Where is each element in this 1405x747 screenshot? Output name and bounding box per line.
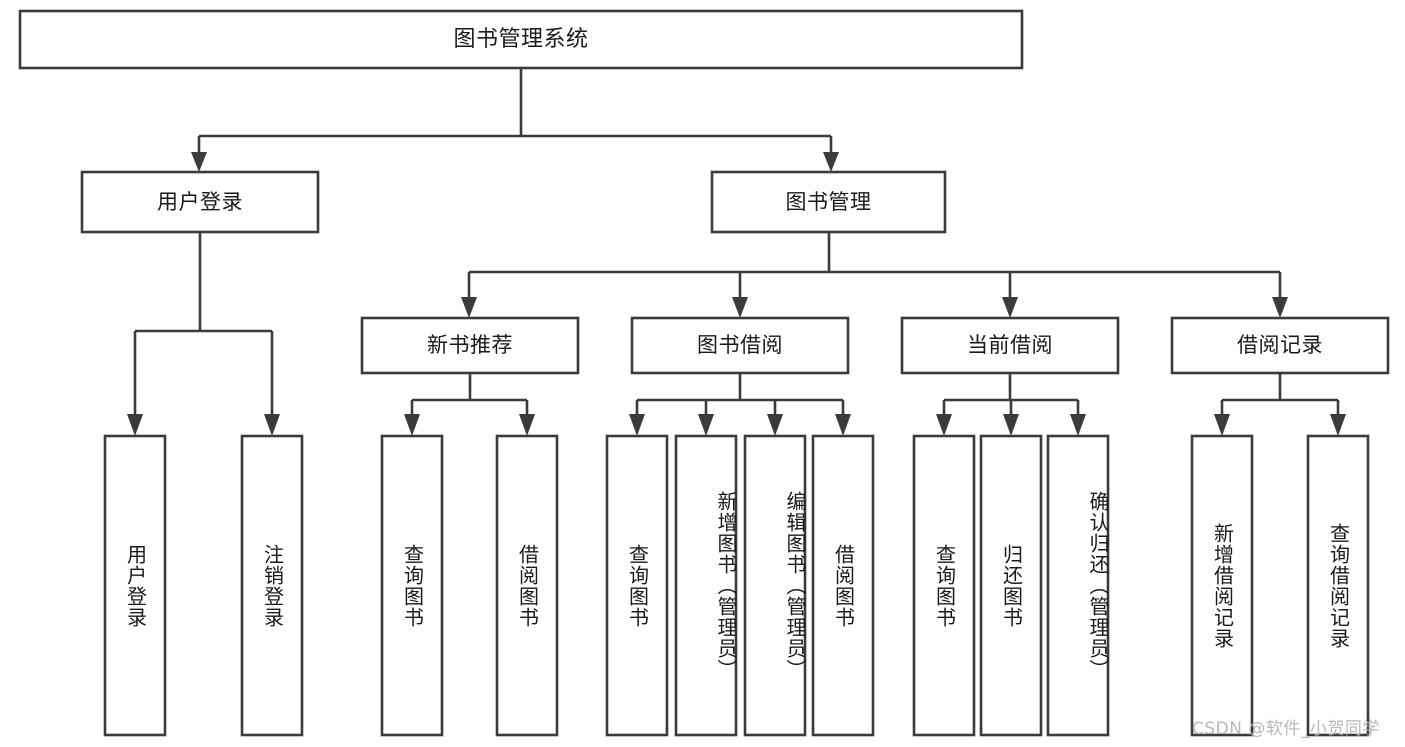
node-book-borrow[interactable] [630,316,850,375]
node-current-borrow[interactable] [900,316,1120,375]
connector-root-to-level1 [191,68,839,172]
node-leaf-add-record[interactable] [1190,434,1254,737]
connector-currentborrow-to-leaves [936,373,1086,436]
connector-borrowrecord-to-leaves [1214,373,1346,436]
node-leaf-confirm-return[interactable] [1046,434,1110,737]
node-leaf-logout[interactable] [240,434,304,737]
node-new-book-recommend[interactable] [360,316,580,375]
node-leaf-return-book[interactable] [979,434,1043,737]
node-borrow-record[interactable] [1170,316,1390,375]
node-leaf-query-record[interactable] [1306,434,1370,737]
connector-userlogin-to-leaves [127,232,280,436]
node-leaf-query-book-3[interactable] [912,434,976,737]
connector-bookmgmt-to-level2 [461,232,1288,318]
connector-bookborrow-to-leaves [629,373,851,436]
node-leaf-borrow-book-1[interactable] [495,434,559,737]
node-user-login[interactable] [80,170,320,234]
node-book-management[interactable] [710,170,947,234]
node-leaf-edit-book[interactable] [743,434,807,737]
node-leaf-user-login[interactable] [103,434,167,737]
node-leaf-query-book-2[interactable] [605,434,669,737]
node-leaf-borrow-book-2[interactable] [811,434,875,737]
node-leaf-query-book-1[interactable] [380,434,444,737]
connector-newbook-to-leaves [404,373,535,436]
node-leaf-add-book[interactable] [674,434,738,737]
node-root[interactable] [18,9,1024,70]
